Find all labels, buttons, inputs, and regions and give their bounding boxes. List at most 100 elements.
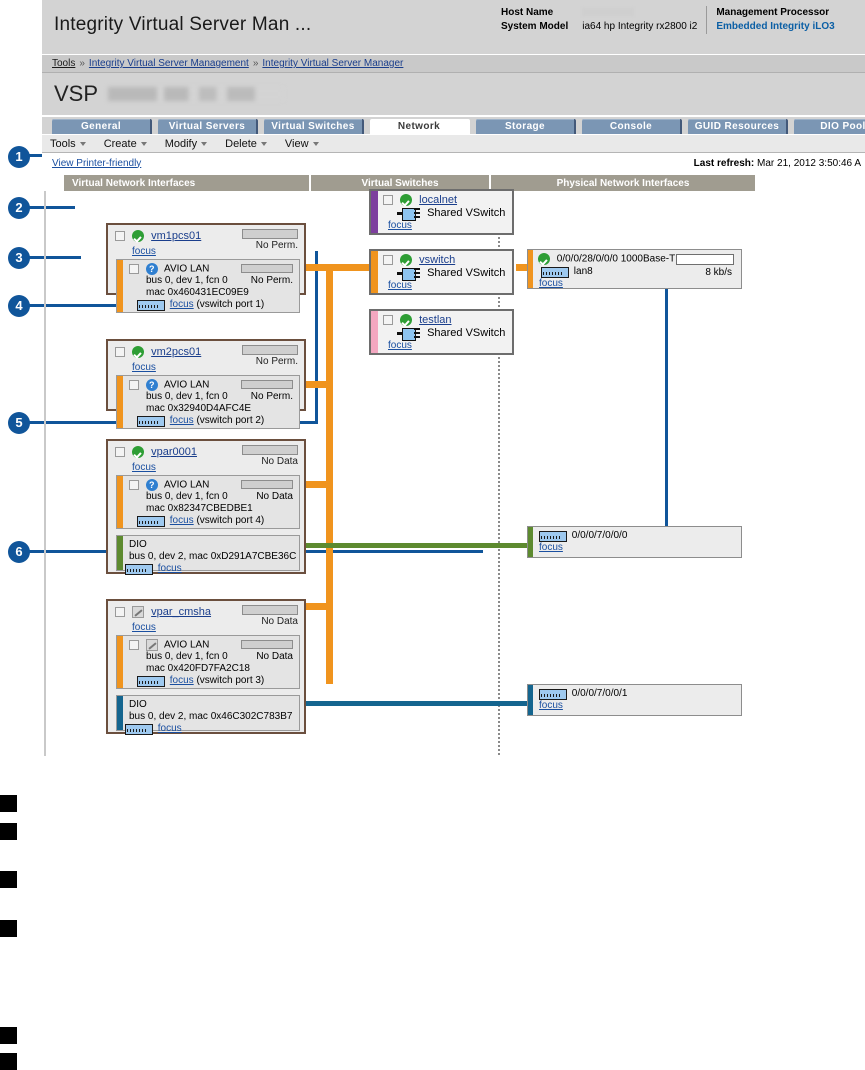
redacted-hostname [582,8,635,17]
last-refresh-value: Mar 21, 2012 3:50:46 A [757,157,861,169]
physical-throughput-meter [676,254,734,265]
vm-focus-link[interactable]: focus [132,246,156,258]
vnic-focus-link[interactable]: focus [169,299,194,311]
vswitch-body: vswitch Shared VSwitch focus [371,251,512,291]
vswitch-kind: Shared VSwitch [427,327,506,340]
view-printer-friendly-link[interactable]: View Printer-friendly [52,157,142,169]
vnic-mac: mac 0x420FD7FA2C18 [146,662,250,674]
virtual-switch-card-testlan[interactable]: testlan Shared VSwitch focus [369,309,514,355]
breadcrumb-item-tools[interactable]: Tools [52,58,76,69]
vm-focus-link[interactable]: focus [132,362,156,374]
network-card-icon [539,688,567,700]
callout-badge-2: 2 [8,197,30,219]
physical-focus-link[interactable]: focus [539,700,563,711]
vswitch-focus-link[interactable]: focus [388,340,412,352]
vm-focus-link[interactable]: focus [132,622,156,634]
vnic-select-checkbox[interactable] [129,380,139,390]
dio-detail: bus 0, dev 2, mac 0x46C302C783B7 [129,710,293,722]
vm-status-meter [242,605,298,615]
menu-tools[interactable]: Tools [50,138,86,150]
dio-focus-link[interactable]: focus [157,563,182,574]
dio-card[interactable]: DIO bus 0, dev 2, mac 0xD291A7CBE36C foc… [116,535,300,575]
menu-delete-label: Delete [225,137,257,150]
physical-interface-card-0-0-0-7-0-0-1[interactable]: 0/0/0/7/0/0/1 focus [527,684,742,716]
vnic-status-text: No Perm. [250,391,293,402]
vnic-title-row: ? AVIO LAN [129,479,299,491]
vswitch-name-link[interactable]: localnet [419,194,458,206]
breadcrumb-item-ivsm[interactable]: Integrity Virtual Server Management [88,58,249,69]
menu-view[interactable]: View [285,138,319,150]
vm-select-checkbox[interactable] [115,231,125,242]
vswitch-focus-link[interactable]: focus [388,220,412,232]
physical-path: 0/0/0/7/0/0/1 [571,688,628,699]
virtual-switch-card-vswitch[interactable]: vswitch Shared VSwitch focus [369,249,514,295]
vsp-header: VSP [42,73,865,117]
tab-virtual-servers[interactable]: Virtual Servers [158,119,258,134]
vswitch-select-checkbox[interactable] [383,315,393,326]
vnic-select-checkbox[interactable] [129,480,139,490]
column-header-physical-network-interfaces: Physical Network Interfaces [491,175,755,191]
breadcrumb-item-manager[interactable]: Integrity Virtual Server Manager [262,58,404,69]
vm-select-checkbox[interactable] [115,607,125,618]
vnic-status-text: No Perm. [250,275,293,286]
menu-view-label: View [284,137,309,150]
tab-console[interactable]: Console [582,119,682,134]
tab-storage[interactable]: Storage [476,119,576,134]
virtual-server-card-vm2pcs01[interactable]: vm2pcs01 No Perm. focus ? AVIO LAN bus 0… [106,339,306,429]
virtual-server-card-vpar-cmsha[interactable]: vpar_cmsha No Data focus AVIO LAN bus 0,… [106,599,306,735]
network-card-icon [137,516,165,527]
vnic-type: AVIO LAN [164,479,210,491]
vnic-bus: bus 0, dev 1, fcn 0 [146,391,228,403]
vm-name-link[interactable]: vm1pcs01 [151,230,202,242]
vnic-port: (vswitch port 4) [196,515,265,527]
tab-dio-pool[interactable]: DIO Pool [794,119,865,134]
vnic-card[interactable]: AVIO LAN bus 0, dev 1, fcn 0 mac 0x420FD… [116,635,300,689]
physical-interface-card-0-0-0-7-0-0-0[interactable]: 0/0/0/7/0/0/0 focus [527,526,742,558]
tab-network[interactable]: Network [370,119,470,134]
physical-accent-stripe [528,685,533,715]
network-topology-canvas: vm1pcs01 No Perm. focus ? AVIO LAN bus 0… [44,189,764,756]
physical-focus-link[interactable]: focus [539,277,563,289]
vnic-card[interactable]: ? AVIO LAN bus 0, dev 1, fcn 0 mac 0x460… [116,259,300,313]
vnic-port: (vswitch port 1) [196,299,265,311]
tab-guid-resources[interactable]: GUID Resources [688,119,788,134]
vnic-focus-link[interactable]: focus [169,515,194,527]
vm-name-link[interactable]: vpar_cmsha [151,606,212,618]
vnic-focus-link[interactable]: focus [169,415,194,427]
vm-focus-link[interactable]: focus [132,462,156,474]
vnic-select-checkbox[interactable] [129,640,139,650]
dio-card[interactable]: DIO bus 0, dev 2, mac 0x46C302C783B7 foc… [116,695,300,735]
vswitch-select-checkbox[interactable] [383,195,393,206]
tab-general[interactable]: General [52,119,152,134]
physical-interface-card-lan8[interactable]: 0/0/0/28/0/0/0 1000Base-T LAN lan8 focus… [527,249,742,289]
vswitch-select-checkbox[interactable] [383,255,393,266]
virtual-switch-card-localnet[interactable]: localnet Shared VSwitch focus [369,189,514,235]
vnic-focus-link[interactable]: focus [169,675,194,687]
vnic-accent-stripe [117,636,123,688]
vnic-card[interactable]: ? AVIO LAN bus 0, dev 1, fcn 0 mac 0x329… [116,375,300,429]
virtual-server-card-vpar0001[interactable]: vpar0001 No Data focus ? AVIO LAN bus 0,… [106,439,306,575]
vswitch-name-link[interactable]: vswitch [419,254,456,266]
physical-accent-stripe [528,250,533,288]
breadcrumb-separator-2: » [252,58,259,69]
dio-focus-link[interactable]: focus [157,723,182,734]
vnic-body: ? AVIO LAN bus 0, dev 1, fcn 0 mac 0x823… [117,476,299,527]
vm-select-checkbox[interactable] [115,447,125,458]
vm-name-link[interactable]: vpar0001 [151,446,197,458]
menu-create-label: Create [103,137,137,150]
tab-virtual-switches[interactable]: Virtual Switches [264,119,364,134]
vm-status-text: No Data [261,616,298,627]
vswitch-name-link[interactable]: testlan [419,314,452,326]
vnic-select-checkbox[interactable] [129,264,139,274]
management-processor-link[interactable]: Embedded Integrity iLO3 [716,21,835,32]
menu-delete[interactable]: Delete [225,138,267,150]
virtual-server-card-vm1pcs01[interactable]: vm1pcs01 No Perm. focus ? AVIO LAN bus 0… [106,223,306,313]
vswitch-focus-link[interactable]: focus [388,280,412,292]
menu-create[interactable]: Create [104,138,147,150]
vm-name-link[interactable]: vm2pcs01 [151,346,202,358]
menu-modify[interactable]: Modify [165,138,208,150]
vm-select-checkbox[interactable] [115,347,125,358]
physical-focus-link[interactable]: focus [539,542,563,553]
callout-leader-5-jog [315,251,318,423]
vnic-card[interactable]: ? AVIO LAN bus 0, dev 1, fcn 0 mac 0x823… [116,475,300,529]
